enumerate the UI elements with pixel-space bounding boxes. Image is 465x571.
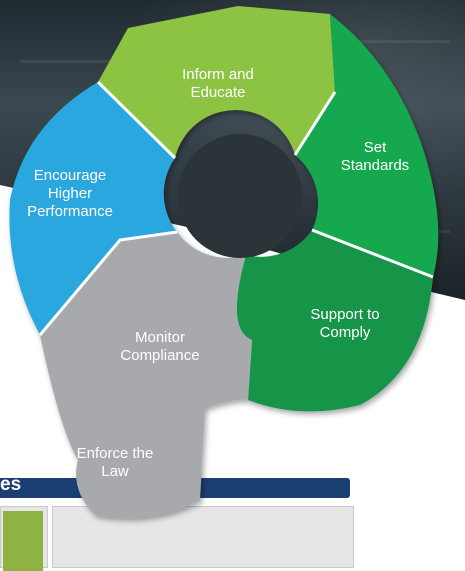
cycle-diagram [9,6,439,518]
segment-monitor-enforce [40,232,252,518]
segment-support-comply [236,230,433,412]
segment-inform-educate [98,6,335,158]
segment-encourage [9,82,177,335]
center-hub [178,134,302,258]
segment-set-standards [295,14,439,277]
section-header-text: es [0,474,22,495]
